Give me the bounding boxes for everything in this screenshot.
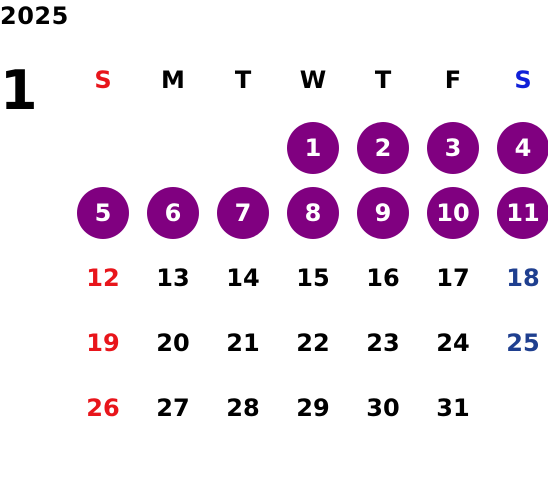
day-cell: 3 [418,115,488,180]
holiday-day-circle: 5 [77,186,129,239]
week-row: 26 27 28 29 30 31 [68,375,548,440]
week-row: 5 6 7 8 9 10 11 [68,180,548,245]
day-number: 15 [296,263,330,292]
day-number: 23 [366,328,400,357]
day-cell: 24 [418,310,488,375]
day-number: 18 [506,263,540,292]
day-cell: 25 [488,310,548,375]
day-cell: 23 [348,310,418,375]
month-number: 1 [0,59,38,122]
day-cell: 14 [208,245,278,310]
calendar-grid: S M T W T F S 1 2 3 4 5 6 7 8 9 10 11 12… [68,45,548,440]
holiday-day-circle: 6 [147,186,199,239]
day-cell: 20 [138,310,208,375]
day-number: 25 [506,328,540,357]
day-cell: 30 [348,375,418,440]
weekday-header-tuesday: T [234,66,252,94]
holiday-day-circle: 9 [357,186,409,239]
holiday-day-circle: 11 [497,186,548,239]
day-cell [68,115,138,180]
weekday-header-wednesday: W [299,66,327,94]
day-number: 31 [436,393,470,422]
week-row: 19 20 21 22 23 24 25 [68,310,548,375]
day-cell: 7 [208,180,278,245]
holiday-day-circle: 4 [497,121,548,174]
day-cell: 12 [68,245,138,310]
day-cell [208,115,278,180]
holiday-day-circle: 3 [427,121,479,174]
day-cell: 8 [278,180,348,245]
day-number: 14 [226,263,260,292]
day-number: 20 [156,328,190,357]
day-number: 17 [436,263,470,292]
year-label: 2025 [0,2,69,30]
day-cell: 27 [138,375,208,440]
day-cell [488,375,548,440]
day-cell [138,115,208,180]
day-number [217,122,269,174]
day-number: 24 [436,328,470,357]
day-number: 12 [86,263,120,292]
holiday-day-circle: 7 [217,186,269,239]
day-cell: 16 [348,245,418,310]
weekday-header-friday: F [444,66,462,94]
day-cell: 4 [488,115,548,180]
day-cell: 29 [278,375,348,440]
day-cell: 15 [278,245,348,310]
day-number: 26 [86,393,120,422]
holiday-day-circle: 10 [427,186,479,239]
day-cell: 2 [348,115,418,180]
day-cell: 18 [488,245,548,310]
day-cell: 31 [418,375,488,440]
weekday-header-saturday: S [514,66,532,94]
day-number: 21 [226,328,260,357]
day-cell: 1 [278,115,348,180]
day-cell: 22 [278,310,348,375]
day-cell: 6 [138,180,208,245]
weekday-header-row: S M T W T F S [68,45,548,115]
day-number [77,122,129,174]
week-row: 1 2 3 4 [68,115,548,180]
day-cell: 10 [418,180,488,245]
day-number: 16 [366,263,400,292]
day-number [497,382,548,434]
day-number: 19 [86,328,120,357]
day-cell: 19 [68,310,138,375]
day-number: 27 [156,393,190,422]
day-cell: 11 [488,180,548,245]
day-number: 30 [366,393,400,422]
day-cell: 26 [68,375,138,440]
holiday-day-circle: 2 [357,121,409,174]
day-cell: 13 [138,245,208,310]
day-cell: 17 [418,245,488,310]
weekday-header-thursday: T [374,66,392,94]
day-cell: 9 [348,180,418,245]
day-cell: 21 [208,310,278,375]
holiday-day-circle: 8 [287,186,339,239]
day-number: 29 [296,393,330,422]
day-number [147,122,199,174]
day-number: 22 [296,328,330,357]
day-cell: 28 [208,375,278,440]
weekday-header-monday: M [161,66,185,94]
day-cell: 5 [68,180,138,245]
day-number: 28 [226,393,260,422]
holiday-day-circle: 1 [287,121,339,174]
weekday-header-sunday: S [94,66,112,94]
week-row: 12 13 14 15 16 17 18 [68,245,548,310]
day-number: 13 [156,263,190,292]
